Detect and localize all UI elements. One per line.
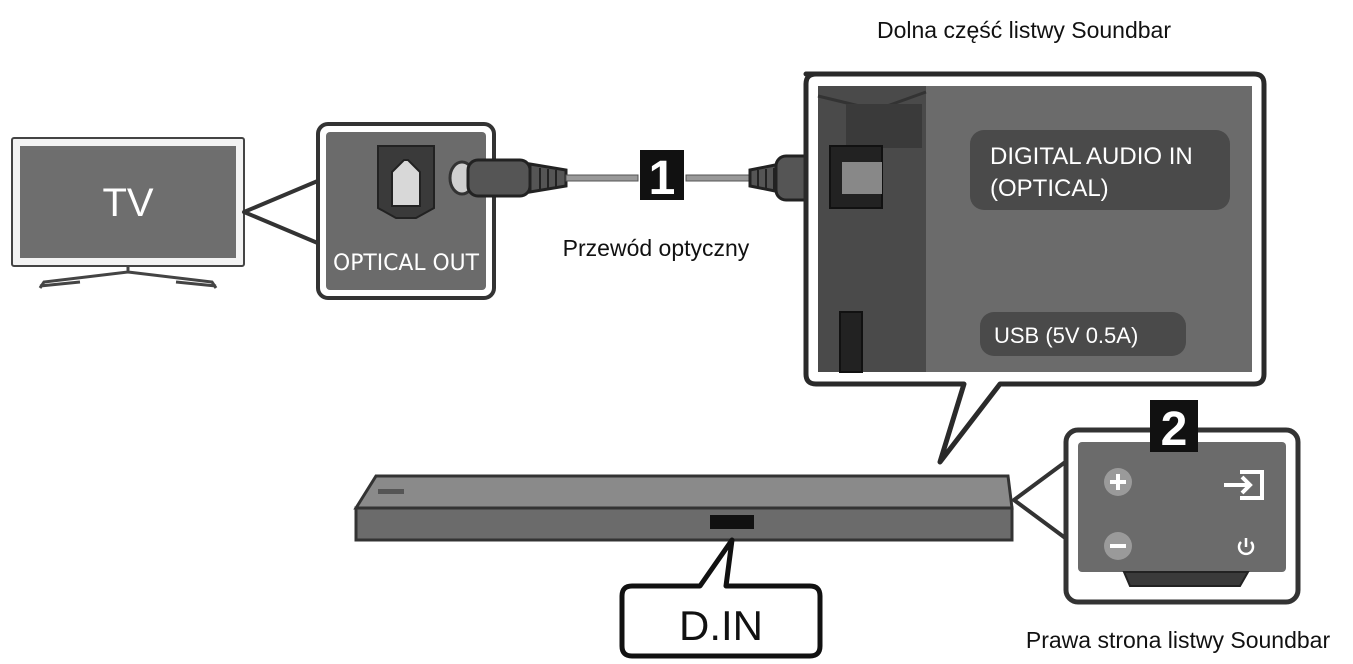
plus-icon xyxy=(1104,468,1132,496)
cable-number-badge: 1 xyxy=(640,150,684,205)
bottom-panel-title: Dolna część listwy Soundbar xyxy=(877,17,1171,43)
right-panel-number-badge: 2 xyxy=(1150,400,1198,456)
soundbar-display xyxy=(710,515,754,529)
right-panel-number: 2 xyxy=(1161,403,1188,456)
tv-label: TV xyxy=(102,181,153,225)
power-icon xyxy=(1237,538,1255,556)
input-source-icon xyxy=(1224,470,1264,500)
tv: TV xyxy=(11,137,245,289)
display-callout: D.IN xyxy=(619,537,823,659)
right-side-panel: 2 xyxy=(1063,400,1301,605)
soundbar-logo xyxy=(378,489,404,494)
digital-audio-in-label-line2: (OPTICAL) xyxy=(990,175,1109,202)
optical-port-icon xyxy=(377,145,435,219)
soundbar xyxy=(353,474,1014,542)
usb-port-label: USB (5V 0.5A) xyxy=(994,323,1138,348)
minus-icon xyxy=(1104,532,1132,560)
cable-number: 1 xyxy=(649,152,676,205)
display-label: D.IN xyxy=(679,602,763,649)
right-panel-pointer xyxy=(1012,458,1070,542)
bottom-panel-callout: DIGITAL AUDIO IN (OPTICAL) USB (5V 0.5A) xyxy=(803,71,1267,465)
optical-out-label: OPTICAL OUT xyxy=(333,251,480,276)
tv-callout-pointer xyxy=(242,178,322,246)
right-panel-title: Prawa strona listwy Soundbar xyxy=(1026,627,1331,653)
cable-label: Przewód optyczny xyxy=(563,235,750,261)
tv-optical-out-panel: OPTICAL OUT xyxy=(316,122,496,300)
digital-audio-in-label-line1: DIGITAL AUDIO IN xyxy=(990,143,1193,170)
